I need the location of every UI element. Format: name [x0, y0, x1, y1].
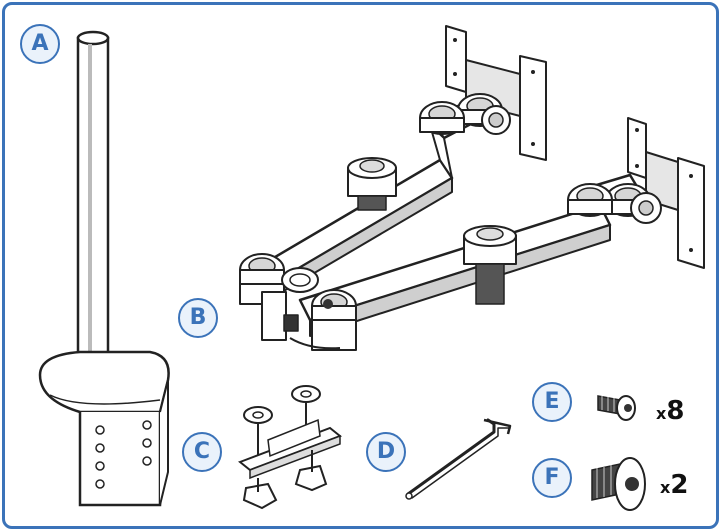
part-f-badge: F [532, 458, 572, 498]
part-f-quantity-prefix: x [660, 478, 671, 497]
part-e-quantity-value: 8 [666, 396, 685, 426]
small-screw-icon [597, 395, 636, 421]
part-e-quantity: x8 [656, 396, 684, 426]
part-d-badge: D [366, 432, 406, 472]
part-b-badge: B [178, 298, 218, 338]
dual-arm-icon [239, 25, 705, 351]
pole-icon [38, 30, 170, 507]
part-a-badge: A [20, 24, 60, 64]
allen-key-icon [405, 418, 512, 500]
flat-head-screw-icon [591, 457, 646, 511]
part-c-badge: C [182, 432, 222, 472]
part-e-quantity-prefix: x [656, 404, 667, 423]
part-e-badge: E [532, 382, 572, 422]
desk-clamp-icon [238, 385, 342, 510]
part-f-quantity: x2 [660, 470, 688, 500]
part-f-quantity-value: 2 [670, 470, 689, 500]
